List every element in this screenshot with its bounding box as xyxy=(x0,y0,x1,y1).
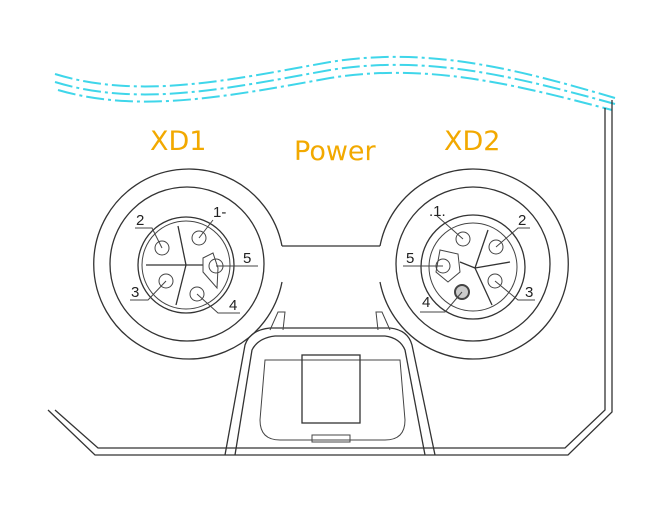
xd2-connector xyxy=(379,168,569,360)
housing-outline xyxy=(47,100,613,456)
xd2-pin-3 xyxy=(487,273,503,289)
xd2-pin-1 xyxy=(455,231,471,247)
break-lines xyxy=(54,55,616,111)
power-label: Power xyxy=(294,136,377,167)
xd2-pin-label-2: 2 xyxy=(518,212,526,229)
xd1-pin-label-5: 5 xyxy=(243,250,251,267)
xd1-pin-2 xyxy=(154,240,170,256)
xd2-pin-2 xyxy=(488,239,504,255)
xd2-pin-label-5: 5 xyxy=(406,250,414,267)
xd2-pin-label-1: .1. xyxy=(429,203,446,220)
xd1-pin-labels: 1- 2 3 4 5 xyxy=(131,204,251,314)
xd1-pin-label-2: 2 xyxy=(136,212,144,229)
xd2-pin-label-3: 3 xyxy=(525,284,533,301)
xd2-pin-labels: .1. 2 3 4 5 xyxy=(406,203,533,311)
xd1-pin-label-4: 4 xyxy=(229,297,237,314)
xd2-label: XD2 xyxy=(444,126,500,157)
power-housing xyxy=(224,311,436,456)
xd2-pin-label-4: 4 xyxy=(422,294,430,311)
xd1-pin-3 xyxy=(158,273,174,289)
xd1-pin-1 xyxy=(191,230,207,246)
xd1-pin-label-3: 3 xyxy=(131,284,139,301)
xd1-label: XD1 xyxy=(150,126,206,157)
xd1-pin-4 xyxy=(189,286,205,302)
xd1-connector xyxy=(93,168,283,360)
xd1-pin-label-1: 1- xyxy=(213,204,226,221)
